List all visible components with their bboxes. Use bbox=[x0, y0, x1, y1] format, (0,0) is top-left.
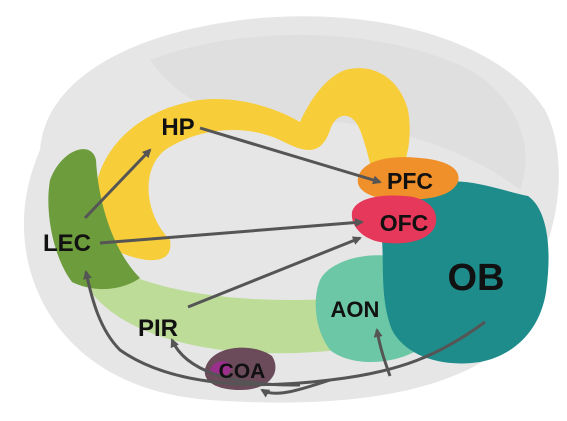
pfc-region bbox=[357, 157, 459, 200]
arrow-ob-to-coa bbox=[260, 378, 331, 398]
arrow-ob-to-aon bbox=[373, 328, 392, 377]
label-hp: HP bbox=[161, 114, 194, 141]
cortical-amygdala-region bbox=[204, 347, 276, 390]
ofc-region bbox=[351, 195, 437, 244]
arrow-ob-to-lec bbox=[83, 270, 486, 387]
label-pir: PIR bbox=[138, 315, 178, 342]
label-ob: OB bbox=[448, 257, 505, 299]
label-ofc: OFC bbox=[380, 210, 429, 236]
label-lec: LEC bbox=[43, 230, 91, 257]
label-pfc: PFC bbox=[387, 168, 433, 194]
cortical-amygdala-accent bbox=[210, 361, 232, 377]
connection-arrows bbox=[83, 126, 486, 398]
label-coa: COA bbox=[219, 360, 266, 383]
hippocampus-region bbox=[94, 68, 410, 261]
arrow-ob-to-pir bbox=[170, 338, 301, 387]
arrow-pir-to-ofc bbox=[187, 236, 362, 309]
label-aon: AON bbox=[331, 297, 380, 322]
arrow-lec-to-ofc bbox=[99, 218, 364, 245]
entorhinal-region bbox=[48, 149, 140, 290]
arrow-hp-to-pfc bbox=[199, 126, 382, 185]
arrow-lec-to-hp bbox=[83, 148, 152, 220]
